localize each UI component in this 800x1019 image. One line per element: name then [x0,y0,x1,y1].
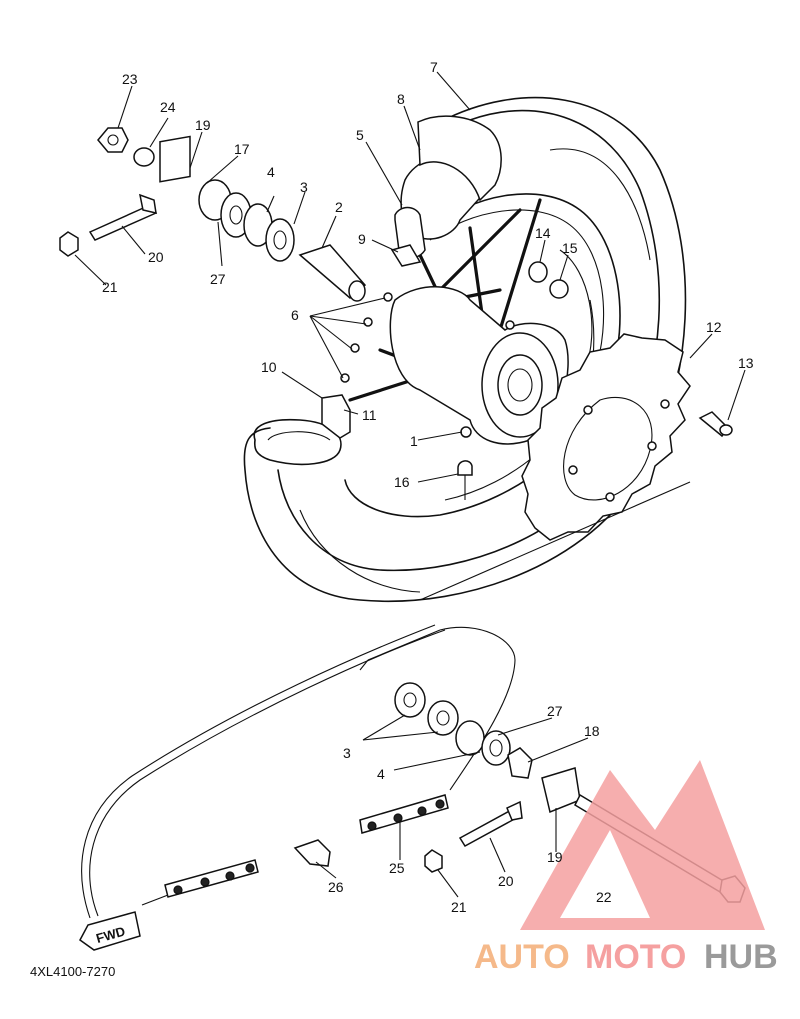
label-1: 1 [410,433,418,449]
label-13: 13 [738,355,754,371]
hub [389,286,569,445]
tube-and-rimband [390,115,502,267]
label-20-lower: 20 [498,873,514,889]
label-25: 25 [389,860,405,876]
label-26: 26 [328,879,344,895]
label-22: 22 [596,889,612,905]
label-19-lower: 19 [547,849,563,865]
label-23: 23 [122,71,138,87]
spoke-nipples [340,292,393,383]
label-17: 17 [234,141,250,157]
label-9: 9 [358,231,366,247]
part-labels: 1 2 3 4 5 6 7 8 9 10 11 12 13 14 15 16 1… [102,59,754,915]
label-16: 16 [394,474,410,490]
label-10: 10 [261,359,277,375]
axle-parts-upper [59,127,733,500]
label-7: 7 [430,59,438,75]
diagram-code: 4XL4100-7270 [30,964,115,979]
label-8: 8 [397,91,405,107]
label-3-lower: 3 [343,745,351,761]
label-24: 24 [160,99,176,115]
label-21-lower: 21 [451,899,467,915]
label-27-upper: 27 [210,271,226,287]
label-11: 11 [362,407,377,423]
watermark-text-auto: AUTO [474,938,570,976]
label-2: 2 [335,199,343,215]
label-3-upper: 3 [300,179,308,195]
drive-chain-loop [81,624,516,919]
automotohub-watermark [520,760,765,930]
fwd-arrow [79,911,141,951]
label-27-lower: 27 [547,703,563,719]
label-15: 15 [562,240,578,256]
label-14: 14 [535,225,551,241]
label-6: 6 [291,307,299,323]
label-19-upper: 19 [195,117,211,133]
label-5: 5 [356,127,364,143]
label-4-upper: 4 [267,164,275,180]
label-12: 12 [706,319,722,335]
label-20-upper: 20 [148,249,164,265]
leader-lines [74,71,746,898]
watermark-triangle-logo [520,760,765,930]
label-18: 18 [584,723,600,739]
rear-sprocket [521,333,691,541]
watermark-text-moto: MOTO [585,938,686,976]
label-21-upper: 21 [102,279,118,295]
chain-links [164,794,449,898]
label-4-lower: 4 [377,766,385,782]
watermark-text-hub: HUB [704,938,778,976]
